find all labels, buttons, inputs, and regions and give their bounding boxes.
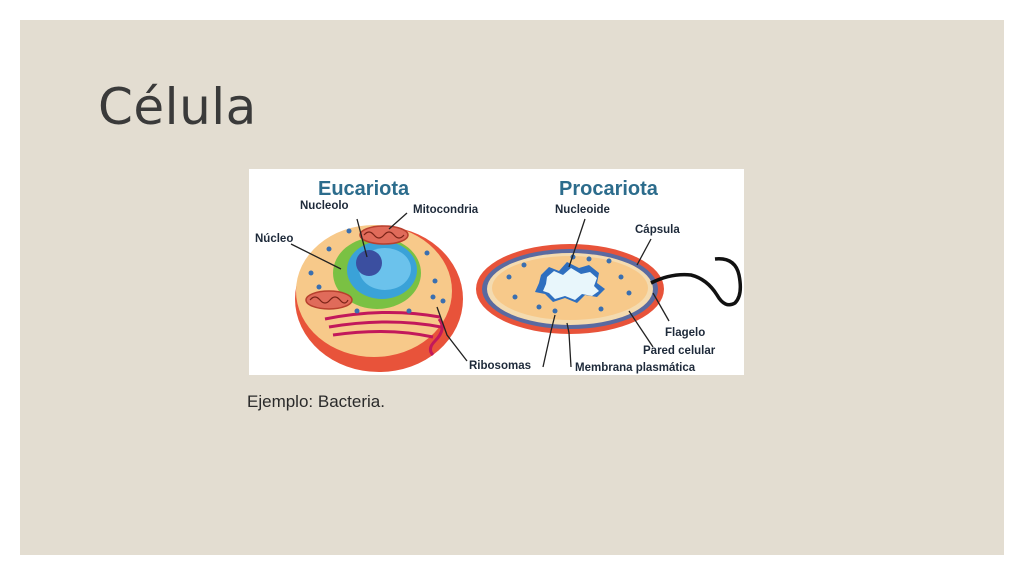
- slide: Célula Eucariota Procariota: [20, 20, 1004, 555]
- nucleolus: [356, 250, 382, 276]
- prokaryote-cell: [476, 244, 664, 334]
- eukaryote-leader-lines: [290, 212, 468, 362]
- ribosome: [308, 270, 314, 276]
- cell-diagram-svg: Eucariota Procariota: [255, 178, 743, 374]
- label-capsule: Cápsula: [635, 224, 680, 236]
- prokaryote-heading: Procariota: [559, 178, 659, 200]
- label-flagellum: Flagelo: [665, 327, 705, 339]
- label-ribosomes: Ribosomas: [469, 360, 531, 372]
- label-mitochondria: Mitocondria: [413, 204, 479, 216]
- label-nucleus: Núcleo: [255, 233, 293, 245]
- golgi-apparatus: [324, 310, 441, 321]
- cell-diagram: Eucariota Procariota: [249, 169, 744, 375]
- label-nucleoid: Nucleoide: [555, 204, 610, 216]
- flagellum: [650, 257, 743, 307]
- slide-caption: Ejemplo: Bacteria.: [247, 392, 385, 411]
- eukaryote-cell: [295, 225, 463, 372]
- label-nucleolus: Nucleolo: [300, 200, 349, 212]
- eukaryote-heading: Eucariota: [318, 178, 410, 200]
- prokaryote-leader-lines: [542, 218, 670, 368]
- mitochondrion-left: [305, 290, 353, 310]
- label-cell-wall: Pared celular: [643, 345, 716, 357]
- label-plasma-membrane: Membrana plasmática: [575, 362, 696, 374]
- slide-title: Célula: [98, 78, 257, 136]
- prokaryote-ribosome: [506, 274, 512, 280]
